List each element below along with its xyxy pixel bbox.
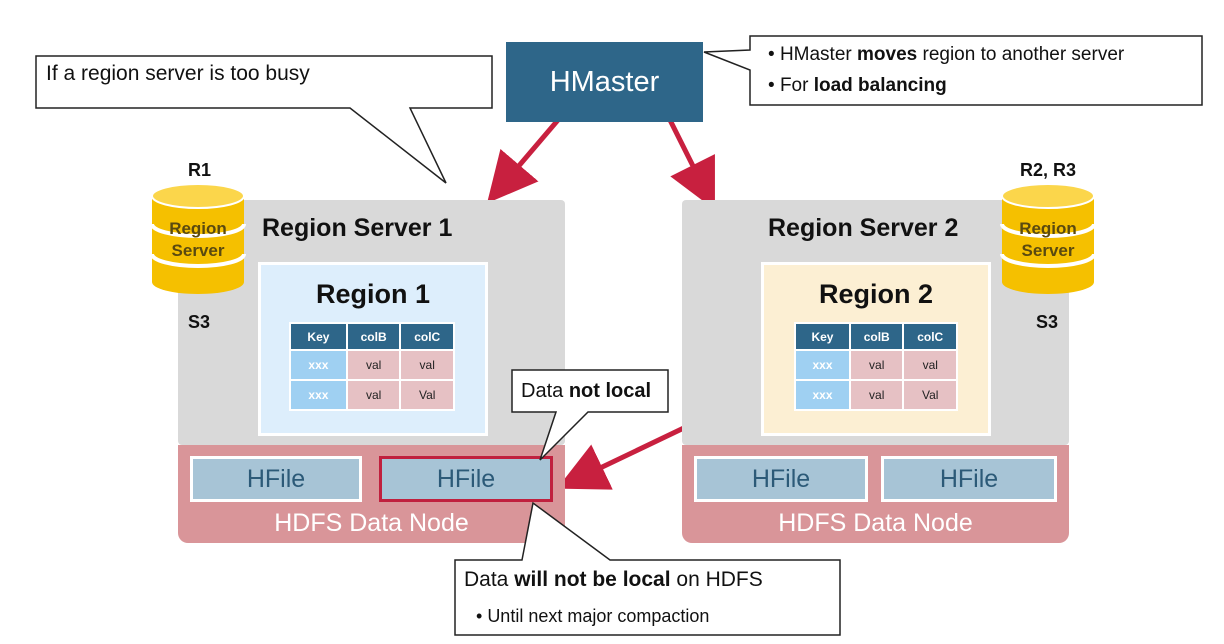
hfile-1a: HFile [190,456,362,502]
table-header-colb: colB [345,322,402,351]
note2-bold: load balancing [813,75,947,96]
database-cylinder-1-icon [150,184,246,294]
cylinder-2-top-label: R2, R3 [1020,160,1077,180]
hmaster-arrow-right [667,118,715,210]
hmaster-note-1: • HMaster moves region to another server [768,42,1124,68]
region-2-title: Region 2 [818,279,933,309]
region-2-table: Key colB colC xxx val val xxx val Val [794,322,958,411]
table-header-colc: colC [399,322,455,351]
cylinder-1-line1: Region [169,219,227,238]
table-cell: Val [902,379,958,411]
note1-post: region to another server [917,44,1125,65]
hfile-2a: HFile [694,456,868,502]
hfile-label: HFile [939,464,999,493]
not-local-bold: not local [568,380,652,402]
hdfs-note-text: Data will not be local on HDFS [464,567,763,593]
table-cell: xxx [289,379,348,411]
cylinder-1-bottom-label: S3 [188,312,211,332]
table-cell: val [848,349,905,381]
hdfs-data-node-2: HFile HFile HDFS Data Node [682,445,1069,543]
hfile-label: HFile [751,464,811,493]
note1-bold: moves [857,44,918,65]
region-1-box: Region 1 Key colB colC xxx val val xxx v… [258,262,488,436]
database-cylinder-2-icon [1000,184,1096,294]
hdfs-label-1: HDFS Data Node [274,509,469,537]
hmaster-box: HMaster [506,42,703,122]
note1-pre: HMaster [779,44,858,65]
table-header-key: Key [794,322,851,351]
region-server-1-title: Region Server 1 [262,214,453,242]
table-row: xxx val Val [289,379,455,411]
table-cell: xxx [794,349,851,381]
table-row: xxx val Val [794,379,958,411]
table-cell: xxx [794,379,851,411]
hmaster-note-2: • For load balancing [768,73,947,99]
hdfs-label-2: HDFS Data Node [778,509,973,537]
table-cell: val [399,349,455,381]
region-server-2-title: Region Server 2 [768,214,959,242]
cylinder-2-line1: Region [1019,219,1077,238]
not-local-pre: Data [521,380,569,402]
hfile-1b-highlighted: HFile [379,456,553,502]
hfile-label: HFile [246,464,306,493]
cylinder-2-text: Region Server [1002,218,1094,262]
region-2-box: Region 2 Key colB colC xxx val val xxx v… [761,262,991,436]
table-cell: val [848,379,905,411]
table-row: xxx val val [289,349,455,381]
table-header-colb: colB [848,322,905,351]
not-local-callout-text: Data not local [521,378,651,404]
hfile-label: HFile [436,464,496,493]
table-cell: xxx [289,349,348,381]
hdfs-note-pre: Data [464,568,515,591]
region-1-table: Key colB colC xxx val val xxx val Val [289,322,455,411]
table-header-colc: colC [902,322,958,351]
table-cell: val [345,379,402,411]
hdfs-data-node-1: HFile HFile HDFS Data Node [178,445,565,543]
note2-pre: For [779,75,814,96]
hdfs-note-sub: Until next major compaction [487,606,710,626]
hdfs-note-subtext: • Until next major compaction [476,603,709,629]
hmaster-label: HMaster [549,65,660,98]
hdfs-note-bold: will not be local [514,568,671,591]
cylinder-2-bottom-label: S3 [1036,312,1059,332]
hfile-2b: HFile [881,456,1057,502]
cylinder-1-text: Region Server [152,218,244,262]
table-row: xxx val val [794,349,958,381]
cylinder-2-line2: Server [1021,241,1075,260]
table-cell: val [902,349,958,381]
table-cell: val [345,349,402,381]
cylinder-1-top-label: R1 [188,160,212,180]
bullet: • [768,44,780,65]
bullet: • [768,75,780,96]
table-cell: Val [399,379,455,411]
cylinder-1-line2: Server [171,241,225,260]
hmaster-arrow-left [487,118,560,204]
bullet: • [476,606,488,626]
table-header-key: Key [289,322,348,351]
hdfs-note-post: on HDFS [670,568,763,591]
region-1-title: Region 1 [315,279,430,309]
busy-callout-text: If a region server is too busy [46,62,310,85]
